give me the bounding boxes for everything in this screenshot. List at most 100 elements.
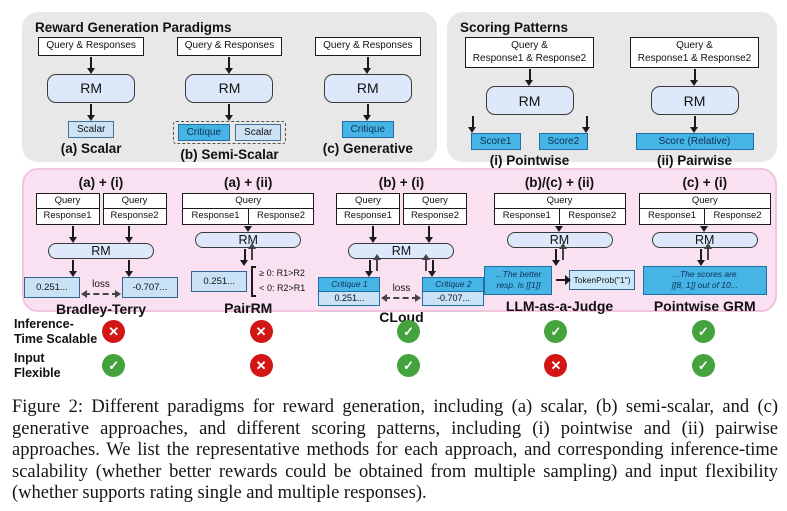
method-column-cloud: (b) + (i) Query Response1 Query Response… — [318, 175, 485, 325]
down-arrow-icon — [363, 56, 372, 74]
column-caption: (c) Generative — [322, 140, 413, 156]
query-table: Query Response1 Response2 — [493, 193, 626, 225]
query-two-responses-box: Query & Response1 & Response2 — [629, 37, 760, 68]
methods-panel: (a) + (i) Query Response1 Query Response… — [22, 168, 777, 325]
bidirectional-arrows — [551, 242, 567, 266]
down-arrow-icon — [468, 116, 476, 133]
method-column-pairrm: (a) + (ii) Query Response1 Response2 RM … — [178, 175, 318, 316]
status-icon-cloud-scalable — [397, 320, 421, 343]
query-table: Query Response1 Response2 — [638, 193, 771, 225]
method-name: LLM-as-a-Judge — [505, 297, 614, 314]
critique2-output-box: Critique 2 -0.707... — [422, 276, 485, 306]
query-cell: Query — [103, 194, 166, 210]
double-arrow-icon — [81, 289, 121, 298]
query-response1-table: Query Response1 — [35, 193, 100, 225]
feature-label-input-flexible: Input Flexible — [14, 351, 61, 381]
response2-cell: Response2 — [568, 210, 617, 222]
critique-output-box: Critique — [177, 123, 231, 141]
split-arrows — [345, 225, 457, 243]
query-two-responses-box: Query & Response1 & Response2 — [464, 37, 595, 68]
down-arrow-icon — [224, 103, 233, 121]
down-arrow-icon — [428, 259, 437, 277]
paradigm-column-scalar: Query & Responses RM Scalar (a) Scalar — [22, 37, 160, 162]
feature-label-inference-time-scalable: Inference- Time Scalable — [14, 317, 97, 347]
score-value-box: 0.251... — [191, 270, 248, 292]
column-caption: (b) Semi-Scalar — [180, 146, 279, 162]
feature-label-line1: Input — [14, 351, 45, 365]
down-arrow-icon — [424, 225, 433, 243]
down-arrow-icon — [582, 116, 590, 133]
down-arrow-icon — [240, 248, 249, 266]
critique-output-box: Critique — [341, 120, 395, 138]
down-arrow-icon — [368, 225, 377, 243]
query-cell: Query — [494, 194, 625, 210]
grm-line1: ...The scores are — [672, 268, 737, 279]
rm-box: RM — [485, 86, 574, 115]
input-line1: Query & — [676, 40, 713, 51]
score1-box: Score1 — [470, 133, 521, 150]
input-line2: Response1 & Response2 — [637, 52, 752, 64]
down-arrow-icon — [124, 259, 133, 277]
status-icon-pairrm-flexible — [249, 354, 273, 377]
down-arrow-icon — [124, 225, 133, 243]
score1-value: 0.251... — [319, 291, 380, 305]
query-responses-box: Query & Responses — [315, 37, 421, 56]
loss-label: loss — [92, 278, 110, 290]
scalar-output-box: Scalar — [67, 120, 115, 138]
bidirectional-arrows — [421, 253, 437, 277]
status-icon-bradley-terry-flexible — [102, 354, 126, 377]
scoring-patterns-panel: Scoring Patterns Query & Response1 & Res… — [447, 12, 777, 168]
scoring-column-pointwise: Query & Response1 & Response2 RM Score1 … — [447, 37, 612, 168]
split-arrows — [45, 225, 157, 243]
down-arrow-icon — [224, 56, 233, 74]
tokenprob-box: TokenProb("1") — [569, 270, 635, 291]
down-arrow-icon — [68, 225, 77, 243]
reward-paradigms-panel: Reward Generation Paradigms Query & Resp… — [22, 12, 437, 162]
status-icon-bradley-terry-scalable — [102, 320, 126, 343]
down-arrow-icon — [68, 259, 77, 277]
loss-connector: loss — [380, 283, 422, 302]
input-line1: Query & — [511, 40, 548, 51]
rule-positive: ≥ 0: R1>R2 — [259, 267, 305, 278]
grm-output-box: ...The scores are [[8, 1]] out of 10... — [642, 265, 767, 295]
critique1-text: Critique 1 — [319, 277, 380, 292]
status-icon-llm-judge-scalable — [544, 320, 568, 343]
query-cell: Query — [36, 194, 99, 210]
response2-cell: Response2 — [713, 210, 762, 222]
column-caption: (i) Pointwise — [489, 153, 570, 168]
response1-cell: Response1 — [495, 209, 560, 224]
grm-line2: [[8, 1]] out of 10... — [671, 280, 738, 291]
critique1-output-box: Critique 1 0.251... — [318, 276, 381, 306]
method-header: (a) + (ii) — [224, 175, 273, 190]
query-cell: Query — [639, 194, 770, 210]
loss-connector: loss — [80, 278, 122, 298]
query-response2-table: Query Response2 — [102, 193, 167, 225]
panel-title: Scoring Patterns — [460, 20, 569, 35]
paradigm-column-generative: Query & Responses RM Critique (c) Genera… — [299, 37, 437, 162]
up-dashed-arrow-icon — [421, 253, 430, 271]
judge-line2: resp. is [[1]] — [496, 280, 541, 291]
feature-label-line1: Inference- — [14, 317, 74, 331]
score2-value: -0.707... — [423, 291, 484, 305]
feature-row-inference-time-scalable — [40, 320, 777, 343]
query-response1-table: Query Response1 — [335, 193, 400, 225]
down-arrow-icon — [86, 56, 95, 74]
down-arrow-icon — [363, 103, 372, 121]
method-name: Bradley-Terry — [55, 300, 146, 317]
bidirectional-arrows — [240, 242, 256, 266]
down-arrow-icon — [86, 103, 95, 121]
rm-box: RM — [195, 231, 302, 248]
feature-label-line2: Time Scalable — [14, 332, 98, 346]
column-caption: (ii) Pairwise — [656, 153, 733, 168]
status-icon-cloud-flexible — [397, 354, 421, 377]
query-tables: Query Response1 Query Response2 — [35, 193, 167, 225]
up-dashed-arrow-icon — [559, 242, 567, 260]
bidirectional-arrows — [696, 242, 713, 266]
rm-box: RM — [323, 73, 412, 103]
column-caption: (a) Scalar — [60, 140, 122, 156]
feature-row-input-flexible — [40, 354, 777, 377]
status-icon-pointwise-grm-scalable — [691, 320, 715, 343]
method-header: (b)/(c) + (ii) — [524, 175, 595, 190]
feature-label-line2: Flexible — [14, 366, 61, 380]
